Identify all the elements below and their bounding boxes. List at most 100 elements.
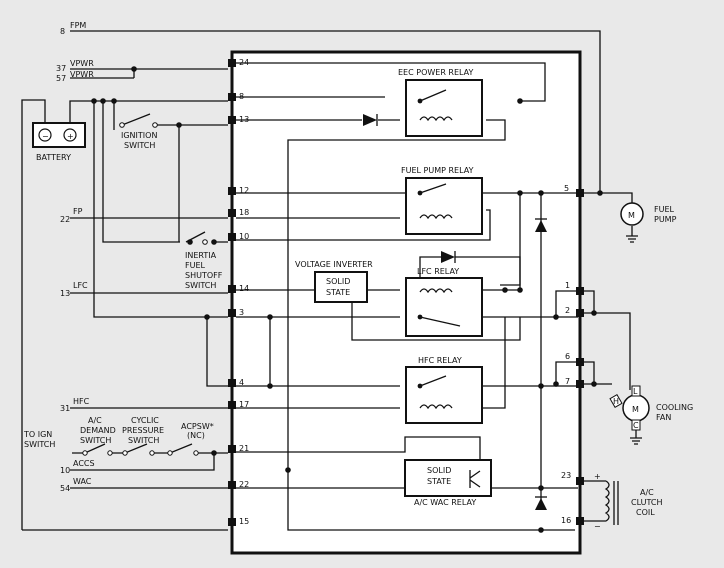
wac-label: WAC xyxy=(73,477,92,486)
fuel-pump-label-2: PUMP xyxy=(654,215,677,224)
clutch-label-1: A/C xyxy=(640,488,654,497)
battery-wires xyxy=(21,99,228,530)
cyclic-label-1: CYCLIC xyxy=(131,416,159,425)
internal-lfc-wires xyxy=(236,256,521,341)
cyclic-label-3: SWITCH xyxy=(128,436,159,445)
ac-clutch-coil-icon xyxy=(584,480,610,522)
hfc-relay-label: HFC RELAY xyxy=(418,356,462,365)
fan-h: H xyxy=(613,397,619,406)
ignition-label-1: IGNITION xyxy=(121,131,157,140)
ignition-label-2: SWITCH xyxy=(124,141,155,150)
pin-14: 14 xyxy=(239,284,249,293)
pin-16: 16 xyxy=(561,516,571,525)
battery-pos: + xyxy=(67,132,74,141)
wac-num: 54 xyxy=(60,484,70,493)
acpsw-label-2: (NC) xyxy=(187,431,205,440)
to-ign-label-2: SWITCH xyxy=(24,440,55,449)
pin-6: 6 xyxy=(565,352,570,361)
internal-eec-wires xyxy=(236,62,575,531)
wac-solid: SOLID xyxy=(427,466,451,475)
fp-num: 22 xyxy=(60,215,70,224)
inertia-switch xyxy=(178,125,228,243)
internal-wac-wires xyxy=(236,436,578,489)
ac-wac-relay xyxy=(404,459,492,497)
lfc-relay-label: LFC RELAY xyxy=(417,267,459,276)
diode-eec xyxy=(363,114,377,126)
battery-label: BATTERY xyxy=(36,153,71,162)
pin-7: 7 xyxy=(565,377,570,386)
clutch-plus: + xyxy=(594,472,601,481)
fuel-pump-label-1: FUEL xyxy=(654,205,675,214)
voltage-inverter-label: VOLTAGE INVERTER xyxy=(295,260,373,269)
inertia-label-1: INERTIA xyxy=(185,251,217,260)
fan-m: M xyxy=(632,405,639,414)
cyclic-label-2: PRESSURE xyxy=(122,426,164,435)
to-ign-label-1: TO IGN xyxy=(23,430,52,439)
diode-lfc xyxy=(441,251,455,263)
inertia-label-3: SHUTOFF xyxy=(185,271,223,280)
inverter-solid: SOLID xyxy=(326,277,350,286)
acpsw-label-1: ACPSW* xyxy=(181,422,214,431)
inertia-label-4: SWITCH xyxy=(185,281,216,290)
vpwr37-num: 37 xyxy=(56,64,66,73)
left-pins xyxy=(228,59,236,526)
inverter-state: STATE xyxy=(326,288,350,297)
pin-21: 21 xyxy=(239,444,249,453)
ignition-switch xyxy=(113,101,228,130)
pin-12: 12 xyxy=(239,186,249,195)
pin-1: 1 xyxy=(565,281,570,290)
pin-3: 3 xyxy=(239,308,244,317)
pin-23: 23 xyxy=(561,471,571,480)
ac-switch-chain xyxy=(72,443,214,454)
pin-17: 17 xyxy=(239,400,249,409)
pin-5: 5 xyxy=(564,184,569,193)
accs-wire xyxy=(70,452,228,471)
wac-state: STATE xyxy=(427,477,451,486)
battery-neg: − xyxy=(42,132,49,141)
cooling-fan-label-2: FAN xyxy=(656,413,671,422)
fpm-wire xyxy=(70,30,601,195)
ac-demand-label-1: A/C xyxy=(88,416,102,425)
inertia-label-2: FUEL xyxy=(185,261,206,270)
fuel-pump-motor-icon xyxy=(620,202,644,226)
vpwr57-label: VPWR xyxy=(70,70,94,79)
lfc-label: LFC xyxy=(73,281,88,290)
clutch-label-2: CLUTCH xyxy=(631,498,663,507)
eec-relay-label: EEC POWER RELAY xyxy=(398,68,474,77)
fan-l: L xyxy=(633,387,638,396)
ac-demand-label-2: DEMAND xyxy=(80,426,116,435)
pin1-pin2-bracket xyxy=(555,290,631,390)
hfc-num: 31 xyxy=(60,404,70,413)
ac-demand-label-3: SWITCH xyxy=(80,436,111,445)
battery-icon xyxy=(32,122,86,148)
fan-c: C xyxy=(633,421,639,430)
pin-15: 15 xyxy=(239,517,249,526)
fpm-num: 8 xyxy=(60,27,65,36)
accs-num: 10 xyxy=(60,466,70,475)
pin-10: 10 xyxy=(239,232,249,241)
pin3-pin4-link xyxy=(206,317,228,387)
pin3-feed xyxy=(93,101,228,318)
cooling-fan-label-1: COOLING xyxy=(656,403,693,412)
fuel-pump-relay-label: FUEL PUMP RELAY xyxy=(401,166,474,175)
pin-18: 18 xyxy=(239,208,249,217)
pin-2: 2 xyxy=(565,306,570,315)
vpwr-wires xyxy=(70,68,228,79)
vpwr37-label: VPWR xyxy=(70,59,94,68)
hfc-relay xyxy=(405,366,483,424)
lfc-num: 13 xyxy=(60,289,70,298)
pin6-pin7-bracket xyxy=(555,361,612,385)
internal-hfc-wires xyxy=(236,317,578,409)
hfc-label: HFC xyxy=(73,397,90,406)
pin-4: 4 xyxy=(239,378,244,387)
fuel-pump-relay xyxy=(405,177,483,235)
fp-label: FP xyxy=(73,207,83,216)
voltage-inverter xyxy=(314,271,368,303)
diode-rail-upper xyxy=(535,220,547,232)
lfc-relay xyxy=(405,277,483,337)
wac-relay-label: A/C WAC RELAY xyxy=(414,498,476,507)
ignition-feed xyxy=(102,101,180,243)
vpwr57-num: 57 xyxy=(56,74,66,83)
fpm-label: FPM xyxy=(70,21,86,30)
